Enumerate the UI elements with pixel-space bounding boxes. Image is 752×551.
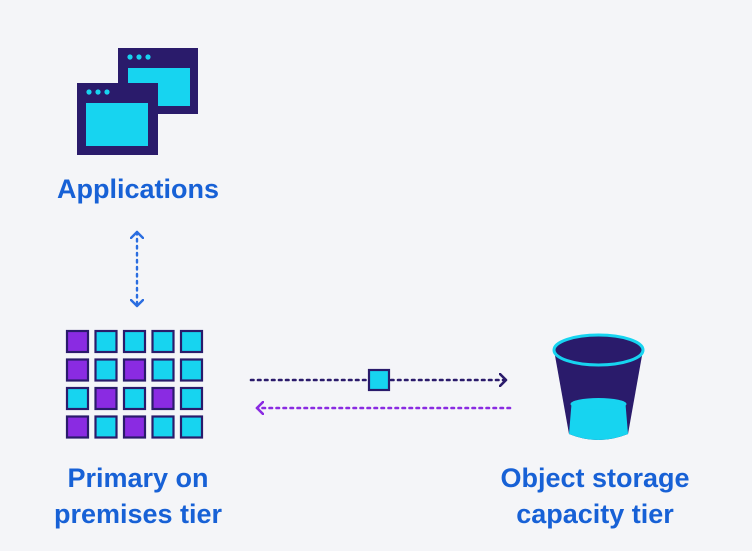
- data-packet-icon: [367, 368, 391, 392]
- storage-grid-cell: [122, 415, 147, 439]
- storage-grid-cell: [94, 415, 118, 439]
- storage-grid-cell: [151, 329, 175, 354]
- storage-grid-cell: [65, 329, 90, 354]
- storage-grid-cell: [151, 415, 175, 439]
- storage-grid-cell: [179, 358, 204, 382]
- application-windows-icon: [77, 48, 198, 155]
- storage-grid-cell: [179, 329, 204, 354]
- object-storage-label-line1: Object storage: [500, 463, 690, 493]
- storage-grid-cell: [122, 386, 147, 411]
- storage-grid-cell: [179, 386, 204, 411]
- bucket-icon: [552, 333, 645, 440]
- storage-grid-cell: [122, 329, 147, 354]
- primary-tier-label-line1: Primary on: [67, 463, 209, 493]
- storage-grid-cell: [179, 415, 204, 439]
- storage-grid-cell: [122, 358, 147, 382]
- storage-grid-cell: [65, 415, 90, 439]
- applications-label: Applications: [56, 174, 219, 204]
- storage-grid-cell: [94, 386, 118, 411]
- storage-grid-icon: [65, 329, 204, 439]
- storage-grid-cell: [65, 358, 90, 382]
- primary-tier-label-line2: premises tier: [53, 499, 223, 529]
- storage-grid-cell: [65, 386, 90, 411]
- storage-grid-cell: [151, 358, 175, 382]
- storage-grid-cell: [94, 329, 118, 354]
- object-storage-label-line2: capacity tier: [516, 499, 674, 529]
- storage-grid-cell: [94, 358, 118, 382]
- storage-grid-cell: [151, 386, 175, 411]
